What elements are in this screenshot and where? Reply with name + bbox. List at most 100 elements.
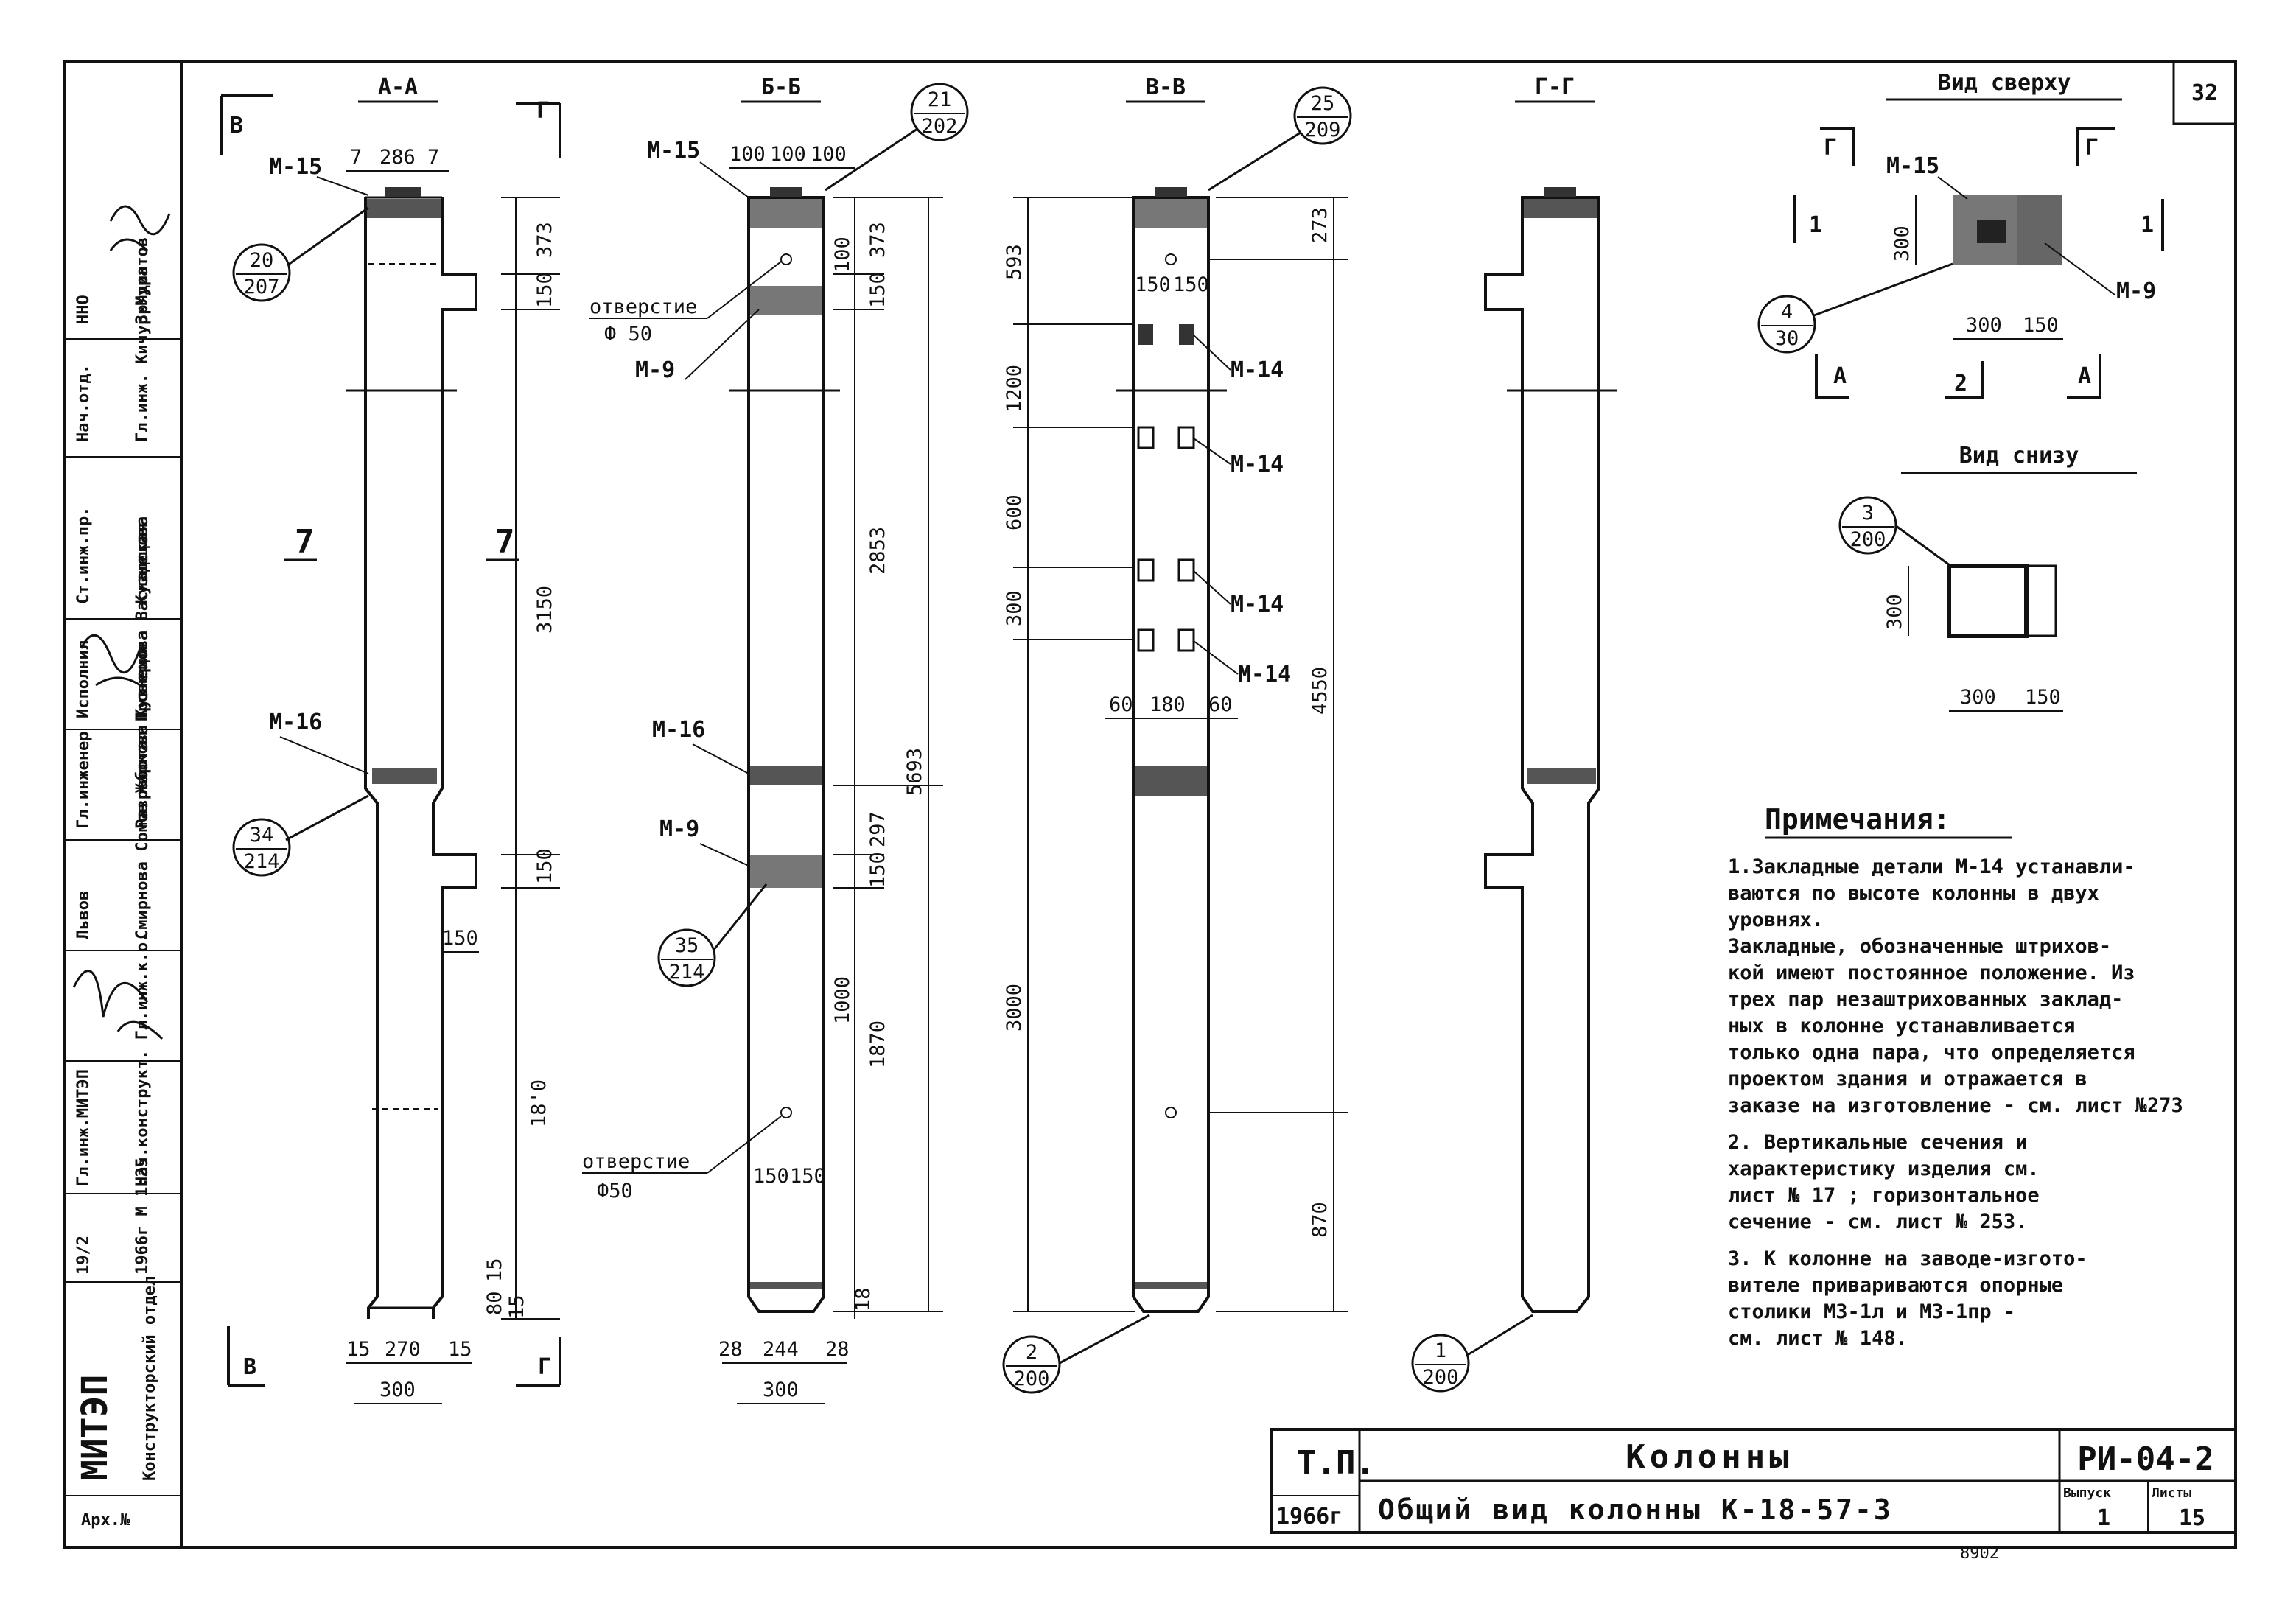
tb-vyp: 1 bbox=[2097, 1505, 2110, 1531]
bb-dim-150a: 150 bbox=[867, 272, 889, 308]
top-view-g2: Г bbox=[2085, 135, 2099, 161]
view-mark-g-bottom bbox=[516, 1337, 561, 1387]
stamp-role-3: Исполнил bbox=[74, 640, 93, 718]
aa-dim-150b: 150 bbox=[442, 927, 478, 950]
bb-dim-5693: 5693 bbox=[903, 748, 926, 796]
top-view-m15 bbox=[1977, 220, 2006, 243]
bb-dim-2853: 2853 bbox=[867, 527, 889, 575]
vv-hole-top bbox=[1165, 253, 1177, 265]
note-line: см. лист № 148. bbox=[1728, 1327, 1908, 1350]
top-view-one-r: 1 bbox=[2141, 212, 2154, 238]
gg-cap bbox=[1544, 187, 1576, 197]
bb-dim-t3: 100 bbox=[811, 143, 847, 166]
note-line: характеристику изделия см. bbox=[1728, 1158, 2040, 1180]
note-line: Закладные, обозначенные штрихов- bbox=[1728, 935, 2111, 958]
stamp-role-2: Ст.инж.пр. bbox=[74, 507, 93, 604]
section-vv-title: В-В bbox=[1146, 74, 1186, 100]
vv-callout-25-top: 25 bbox=[1311, 92, 1335, 115]
note-line: ных в колонне устанавливается bbox=[1728, 1015, 2075, 1037]
bb-hole-label-3: отверстие bbox=[582, 1150, 690, 1173]
aa-part-m16: М-16 bbox=[269, 710, 322, 735]
top-view-support bbox=[2017, 195, 2062, 265]
tb-year: 1966г bbox=[1276, 1504, 1343, 1530]
bb-dim-373: 373 bbox=[867, 222, 889, 258]
top-view-a-l: А bbox=[1833, 363, 1847, 389]
aa-dim-top-286: 286 bbox=[379, 146, 416, 169]
vv-dim-c150b: 150 bbox=[1173, 273, 1209, 296]
note-line: трех пар незаштрихованных заклад- bbox=[1728, 988, 2123, 1011]
top-view: Вид сверху Г Г М-15 М-9 1 1 А А 2 4 30 3… bbox=[1757, 70, 2164, 399]
notes: Примечания: 1.Закладные детали М-14 уста… bbox=[1728, 803, 2183, 1350]
vv-part-m14-4: М-14 bbox=[1238, 662, 1291, 687]
bb-dim-b28l: 28 bbox=[718, 1338, 743, 1361]
vv-dim-1200: 1200 bbox=[1003, 365, 1026, 413]
vv-dim-4550: 4550 bbox=[1309, 667, 1331, 715]
tb-desc: Общий вид колонны К-18-57-3 bbox=[1378, 1493, 1893, 1526]
aa-callout-20-top: 20 bbox=[250, 249, 274, 272]
bb-dimensions: 100 100 100 100 373 150 2853 297 150 569… bbox=[718, 143, 943, 1404]
stamp-role-0: ННО bbox=[74, 295, 93, 324]
vv-dim-c150a: 150 bbox=[1135, 273, 1171, 296]
page-number-box bbox=[2172, 60, 2237, 125]
top-view-callout-bottom: 30 bbox=[1775, 327, 1799, 350]
gg-callout-1-bottom: 200 bbox=[1423, 1366, 1459, 1389]
stamp-role-6: Гл.инж.МИТЭП bbox=[74, 1069, 93, 1186]
tb-under: 8902 bbox=[1960, 1544, 1999, 1563]
bottom-view: Вид снизу 3 200 300 300 150 bbox=[1838, 443, 2137, 712]
top-view-one-l: 1 bbox=[1809, 212, 1822, 238]
bb-dim-b244: 244 bbox=[763, 1338, 799, 1361]
vv-dim-b180: 180 bbox=[1149, 693, 1186, 716]
view-mark-g-top-label: Г bbox=[536, 98, 550, 124]
bb-part-m16: М-16 bbox=[652, 717, 705, 743]
bottom-view-title: Вид снизу bbox=[1959, 443, 2079, 469]
vv-callout-25-circle bbox=[1293, 86, 1352, 145]
aa-hatch-mid bbox=[372, 768, 437, 784]
stamp-role-5: Львов bbox=[74, 891, 93, 939]
view-mark-b-bottom-label: В bbox=[243, 1354, 256, 1380]
bb-dim-t2: 100 bbox=[770, 143, 806, 166]
bottom-view-support bbox=[2025, 564, 2057, 637]
signature-1 bbox=[109, 205, 171, 252]
vv-hatch-bottom bbox=[1135, 1282, 1207, 1289]
aa-dim-top-7a: 7 bbox=[350, 146, 362, 169]
stamp-row-1: Гл.инж. Кичур-Муратов bbox=[133, 237, 152, 442]
aa-dim-b270: 270 bbox=[385, 1338, 421, 1361]
aa-dim-b15r: 15 bbox=[448, 1338, 472, 1361]
aa-callout-34-bottom: 214 bbox=[244, 850, 280, 873]
aa-dim-18: 18'0 bbox=[528, 1079, 550, 1127]
aa-dimensions: 7 286 7 373 150 3150 150 150 18'0 15 80 … bbox=[346, 146, 560, 1404]
gg-hatch-top bbox=[1524, 199, 1597, 218]
top-view-d150: 150 bbox=[2023, 314, 2059, 337]
vv-part-m14-1: М-14 bbox=[1231, 357, 1284, 383]
bb-hatch-m9a bbox=[750, 286, 822, 315]
top-view-d300h: 300 bbox=[1966, 314, 2002, 337]
note-line: 1.Закладные детали М-14 устанавли- bbox=[1728, 855, 2135, 878]
vv-callout-25-bottom: 209 bbox=[1305, 119, 1341, 141]
view-mark-g-bottom-label: Г bbox=[538, 1354, 551, 1380]
bb-dim-150b: 150 bbox=[867, 852, 889, 888]
vv-callout-2-circle bbox=[1002, 1335, 1061, 1394]
view-mark-b-top-label: В bbox=[230, 113, 243, 139]
note-line: лист № 17 ; горизонтальное bbox=[1728, 1184, 2040, 1207]
vv-dimensions: 593 1200 600 300 3000 273 4550 870 150 1… bbox=[1003, 197, 1348, 1312]
page-number: 32 bbox=[2191, 80, 2218, 106]
column-gg-outline bbox=[1484, 196, 1600, 1313]
bb-dim-t1: 100 bbox=[729, 143, 766, 166]
aa-dim-3150: 3150 bbox=[533, 586, 556, 634]
bb-hole-label-2: Ф 50 bbox=[604, 323, 652, 346]
bb-hatch-bottom bbox=[750, 1282, 822, 1289]
stamp-row-3: Кузнецова Васнадская bbox=[133, 523, 152, 718]
vv-dim-3000: 3000 bbox=[1003, 984, 1026, 1032]
signature-2 bbox=[72, 970, 164, 1040]
bb-callout-35-bottom: 214 bbox=[669, 961, 705, 984]
top-view-callout-top: 4 bbox=[1781, 301, 1793, 323]
top-view-two: 2 bbox=[1954, 371, 1967, 396]
section-bb-title: Б-Б bbox=[761, 74, 801, 100]
top-view-m15-label: М-15 bbox=[1886, 153, 1939, 179]
vv-cap bbox=[1155, 187, 1187, 197]
view-mark-g-top bbox=[516, 102, 561, 158]
bottom-view-d150: 150 bbox=[2025, 686, 2061, 709]
aa-dim-b300: 300 bbox=[379, 1379, 416, 1401]
aa-dim-150c: 150 bbox=[533, 848, 556, 884]
